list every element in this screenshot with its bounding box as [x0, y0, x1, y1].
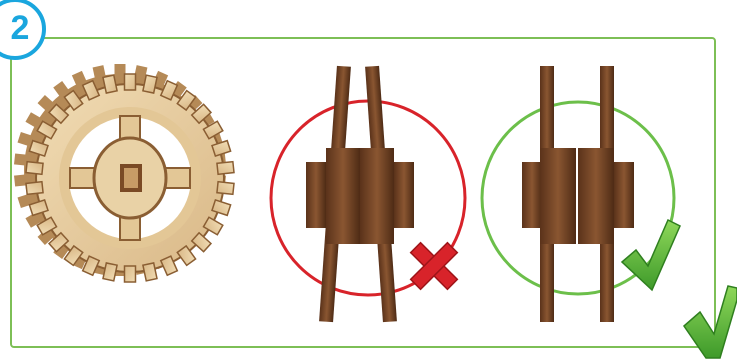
wrong-assembly: [271, 66, 465, 322]
gear-tooth: [143, 263, 157, 281]
big-check-icon: [684, 286, 737, 358]
gear-tooth: [103, 75, 117, 93]
gear-tooth: [26, 182, 43, 195]
gear-tooth: [125, 74, 136, 90]
gear-assembly: [14, 64, 234, 282]
gear-tooth: [125, 266, 136, 282]
gear-tooth: [217, 162, 234, 175]
cross-icon: [397, 229, 471, 303]
gear-tooth: [103, 263, 117, 281]
gear-tooth: [143, 75, 157, 93]
gear-tooth: [217, 182, 234, 195]
gear-tooth: [26, 162, 43, 175]
